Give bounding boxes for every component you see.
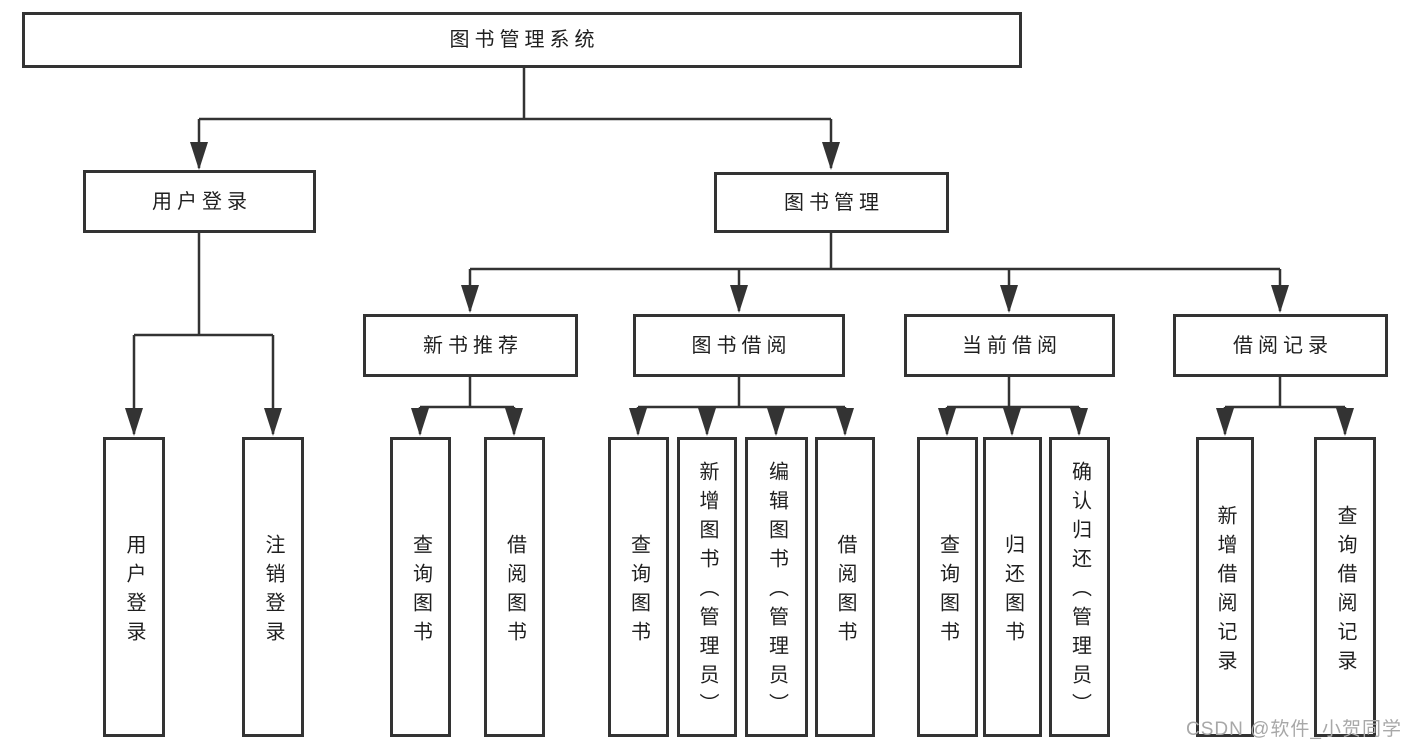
arrowhead	[629, 408, 647, 436]
connector-line	[418, 377, 516, 434]
arrowhead	[1271, 285, 1289, 313]
edge-borrow-records-to-leaves	[1216, 377, 1354, 436]
node-system-root: 图书管理系统	[22, 12, 1022, 68]
edge-root-to-level2	[190, 68, 840, 170]
node-leaf-user-login: 用户登录	[103, 437, 165, 737]
edge-user-login-to-leaves	[125, 233, 282, 436]
node-leaf-query-books-recommend-label: 查询图书	[409, 533, 432, 650]
node-book-management-label: 图书管理	[784, 191, 884, 214]
node-leaf-confirm-return-admin-label: 确认归还（管理员）	[1068, 461, 1091, 722]
edge-current-borrowing-to-leaves	[938, 377, 1088, 436]
node-leaf-add-borrow-record: 新增借阅记录	[1196, 437, 1254, 737]
node-new-book-recommend: 新书推荐	[363, 314, 578, 377]
node-leaf-return-book: 归还图书	[983, 437, 1042, 737]
node-user-login: 用户登录	[83, 170, 316, 233]
node-user-login-label: 用户登录	[152, 190, 252, 213]
arrowhead	[698, 408, 716, 436]
arrowhead	[190, 142, 208, 170]
node-current-borrowing: 当前借阅	[904, 314, 1115, 377]
node-leaf-borrow-books-recommend: 借阅图书	[484, 437, 545, 737]
arrowhead	[822, 142, 840, 170]
arrowhead	[1336, 408, 1354, 436]
arrowhead	[125, 408, 143, 436]
node-leaf-query-books-current-label: 查询图书	[936, 533, 959, 650]
node-leaf-borrow-books-borrowing-label: 借阅图书	[834, 533, 856, 650]
node-leaf-return-book-label: 归还图书	[1001, 533, 1024, 650]
node-borrow-records: 借阅记录	[1173, 314, 1388, 377]
watermark-text: CSDN @软件_小贺同学	[1186, 719, 1402, 740]
node-leaf-query-books-current: 查询图书	[917, 437, 978, 737]
node-book-borrowing-label: 图书借阅	[691, 334, 792, 357]
node-leaf-add-book-admin-label: 新增图书（管理员）	[696, 461, 718, 722]
node-borrow-records-label: 借阅记录	[1233, 334, 1333, 357]
edge-book-borrowing-to-leaves	[629, 377, 854, 436]
arrowhead	[505, 408, 523, 436]
arrowhead	[411, 408, 429, 436]
node-leaf-confirm-return-admin: 确认归还（管理员）	[1049, 437, 1110, 737]
node-leaf-borrow-books-recommend-label: 借阅图书	[503, 533, 526, 650]
node-leaf-query-books-recommend: 查询图书	[390, 437, 451, 737]
node-system-root-label: 图书管理系统	[449, 29, 600, 51]
arrowhead	[938, 408, 956, 436]
arrowhead	[836, 408, 854, 436]
node-leaf-edit-book-admin-label: 编辑图书（管理员）	[765, 461, 788, 722]
node-leaf-logout: 注销登录	[242, 437, 304, 737]
connector-line	[636, 377, 847, 434]
node-leaf-logout-label: 注销登录	[262, 533, 284, 650]
arrowhead	[461, 285, 479, 313]
connector-line	[132, 233, 275, 434]
node-leaf-query-books-borrowing-label: 查询图书	[627, 533, 650, 650]
arrowhead	[264, 408, 282, 436]
arrowhead	[1070, 408, 1088, 436]
node-book-management: 图书管理	[714, 172, 949, 233]
edge-new-book-recommend-to-leaves	[411, 377, 523, 436]
node-leaf-borrow-books-borrowing: 借阅图书	[815, 437, 875, 737]
node-leaf-query-borrow-record-label: 查询借阅记录	[1334, 504, 1356, 679]
connector-line	[197, 68, 833, 168]
node-leaf-edit-book-admin: 编辑图书（管理员）	[745, 437, 808, 737]
edge-book-management-to-level3	[461, 233, 1289, 313]
node-book-borrowing: 图书借阅	[633, 314, 845, 377]
arrowhead	[1003, 408, 1021, 436]
node-leaf-add-book-admin: 新增图书（管理员）	[677, 437, 737, 737]
node-current-borrowing-label: 当前借阅	[962, 334, 1062, 357]
node-leaf-user-login-label: 用户登录	[123, 533, 145, 650]
connector-line	[1223, 377, 1347, 434]
node-leaf-query-books-borrowing: 查询图书	[608, 437, 669, 737]
arrowhead	[1000, 285, 1018, 313]
node-new-book-recommend-label: 新书推荐	[423, 334, 523, 357]
arrowhead	[730, 285, 748, 313]
arrowhead	[1216, 408, 1234, 436]
node-leaf-add-borrow-record-label: 新增借阅记录	[1214, 504, 1236, 679]
connector-line	[468, 233, 1282, 311]
arrowhead	[767, 408, 785, 436]
node-leaf-query-borrow-record: 查询借阅记录	[1314, 437, 1376, 737]
